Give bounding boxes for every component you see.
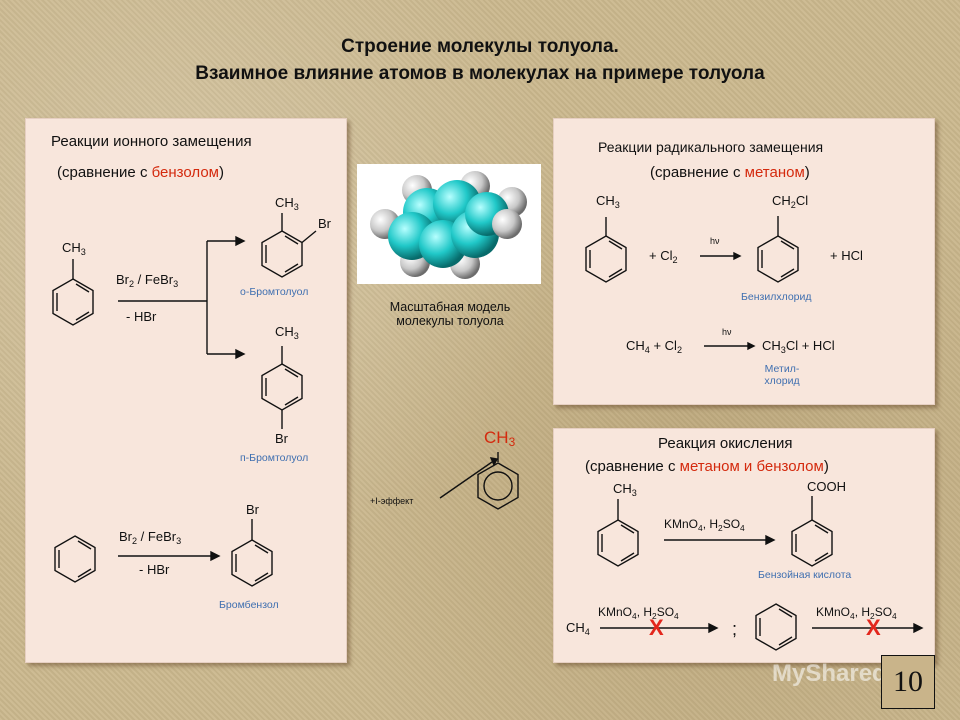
- para-br: Br: [275, 431, 288, 446]
- para-ch3: CH3: [275, 324, 299, 341]
- no-reaction-x-1: X: [649, 615, 664, 640]
- oxidation-reagent-3: KMnO4, H2SO4: [816, 605, 897, 621]
- model-caption: Масштабная модель молекулы толуола: [389, 300, 511, 328]
- benzyl-ch2cl: CH2Cl: [772, 193, 809, 210]
- no-reaction-x-2: X: [866, 615, 881, 640]
- ionic-heading: Реакции ионного замещения: [51, 133, 252, 150]
- oxidation-structures: [597, 496, 924, 651]
- byproduct-hbr: - HBr: [126, 309, 157, 324]
- ionic-compare: (сравнение с бензолом): [57, 164, 224, 181]
- kmno4-arrow-3: [812, 622, 924, 634]
- bromobenzene-ring: [231, 519, 273, 587]
- reagent-br2-febr3: Br2 / FeBr3: [116, 272, 179, 289]
- hv-label-1: hν: [710, 236, 720, 246]
- benzoic-acid-label: Бензойная кислота: [758, 569, 852, 581]
- hv-label-2: hν: [722, 327, 732, 337]
- benzyl-chloride-ring: [757, 216, 799, 283]
- ortho-ch3: CH3: [275, 195, 299, 212]
- hv-arrow-1: [700, 251, 742, 261]
- toluene-ring-oxidation: [597, 499, 639, 567]
- methane-plus-cl2: CH4 + Cl2: [626, 338, 682, 355]
- radical-compare: (сравнение с метаном): [650, 164, 810, 181]
- oxidation-heading: Реакция окисления: [658, 435, 793, 452]
- toluene-ring-radical: [585, 217, 627, 283]
- para-bromotoluene-label: п-Бромтолуол: [240, 452, 309, 464]
- toluene-ring: [52, 259, 94, 326]
- space-filling-model: [357, 164, 541, 284]
- oxidation-reagent-2: KMnO4, H2SO4: [598, 605, 679, 621]
- reagent-br2-febr3-benzene: Br2 / FeBr3: [119, 529, 182, 546]
- title-line-2: Взаимное влияние атомов в молекулах на п…: [195, 63, 765, 84]
- inductive-effect-label: +I-эффект: [370, 496, 414, 506]
- radical-toluene-ch3: CH3: [596, 193, 620, 210]
- bromobenzene-label: Бромбензол: [219, 599, 279, 611]
- oxidation-panel: Реакция окисления (сравнение с метаном и…: [553, 428, 935, 663]
- ortho-bromotoluene-label: о-Бромтолуол: [240, 286, 309, 298]
- oxidation-reagent-1: KMnO4, H2SO4: [664, 517, 745, 533]
- kmno4-arrow-2: [600, 622, 719, 634]
- ionic-structures: [52, 213, 317, 587]
- plus-cl2: + Cl2: [649, 248, 678, 265]
- ionic-reaction-arrow: [118, 235, 246, 360]
- oxidation-compare: (сравнение с метаном и бензолом): [585, 458, 829, 475]
- toluene-ch3: CH3: [62, 240, 86, 257]
- plus-hcl: + HCl: [830, 248, 863, 263]
- watermark: MyShared: [772, 660, 887, 687]
- ionic-substitution-panel: Реакции ионного замещения (сравнение с б…: [25, 118, 347, 663]
- methyl-chloride-label: Метил- хлорид: [764, 363, 800, 387]
- benzoic-cooh: COOH: [807, 479, 846, 494]
- ortho-bromotoluene-ring: [261, 213, 317, 278]
- separator-semicolon: ;: [732, 619, 738, 639]
- oxidation-toluene-ch3: CH3: [613, 481, 637, 498]
- benzyl-chloride-label: Бензилхлорид: [741, 291, 812, 303]
- radical-substitution-panel: Реакции радикального замещения (сравнени…: [553, 118, 935, 405]
- page-number: 10: [881, 655, 935, 709]
- title-line-1: Строение молекулы толуола.: [341, 36, 619, 57]
- bromination-arrow: [118, 550, 221, 562]
- inductive-effect-diagram: [439, 452, 519, 510]
- benzene-ring: [54, 535, 96, 583]
- benzene-ring-oxidation: [755, 603, 797, 651]
- benzoic-acid-ring: [791, 496, 833, 567]
- oxidation-methane: CH4: [566, 620, 590, 637]
- ortho-br: Br: [318, 216, 331, 231]
- bromobenzene-br: Br: [246, 502, 259, 517]
- byproduct-hbr-benzene: - HBr: [139, 562, 170, 577]
- radical-heading: Реакции радикального замещения: [598, 139, 824, 155]
- ch3-inductive-group: CH3: [484, 428, 516, 449]
- hv-arrow-2: [704, 341, 756, 351]
- toluene-model-image: [370, 171, 527, 279]
- para-bromotoluene-ring: [261, 346, 303, 429]
- methyl-chloride-products: CH3Cl + HCl: [762, 338, 835, 355]
- kmno4-arrow-1: [664, 534, 776, 546]
- radical-structures: [585, 216, 799, 351]
